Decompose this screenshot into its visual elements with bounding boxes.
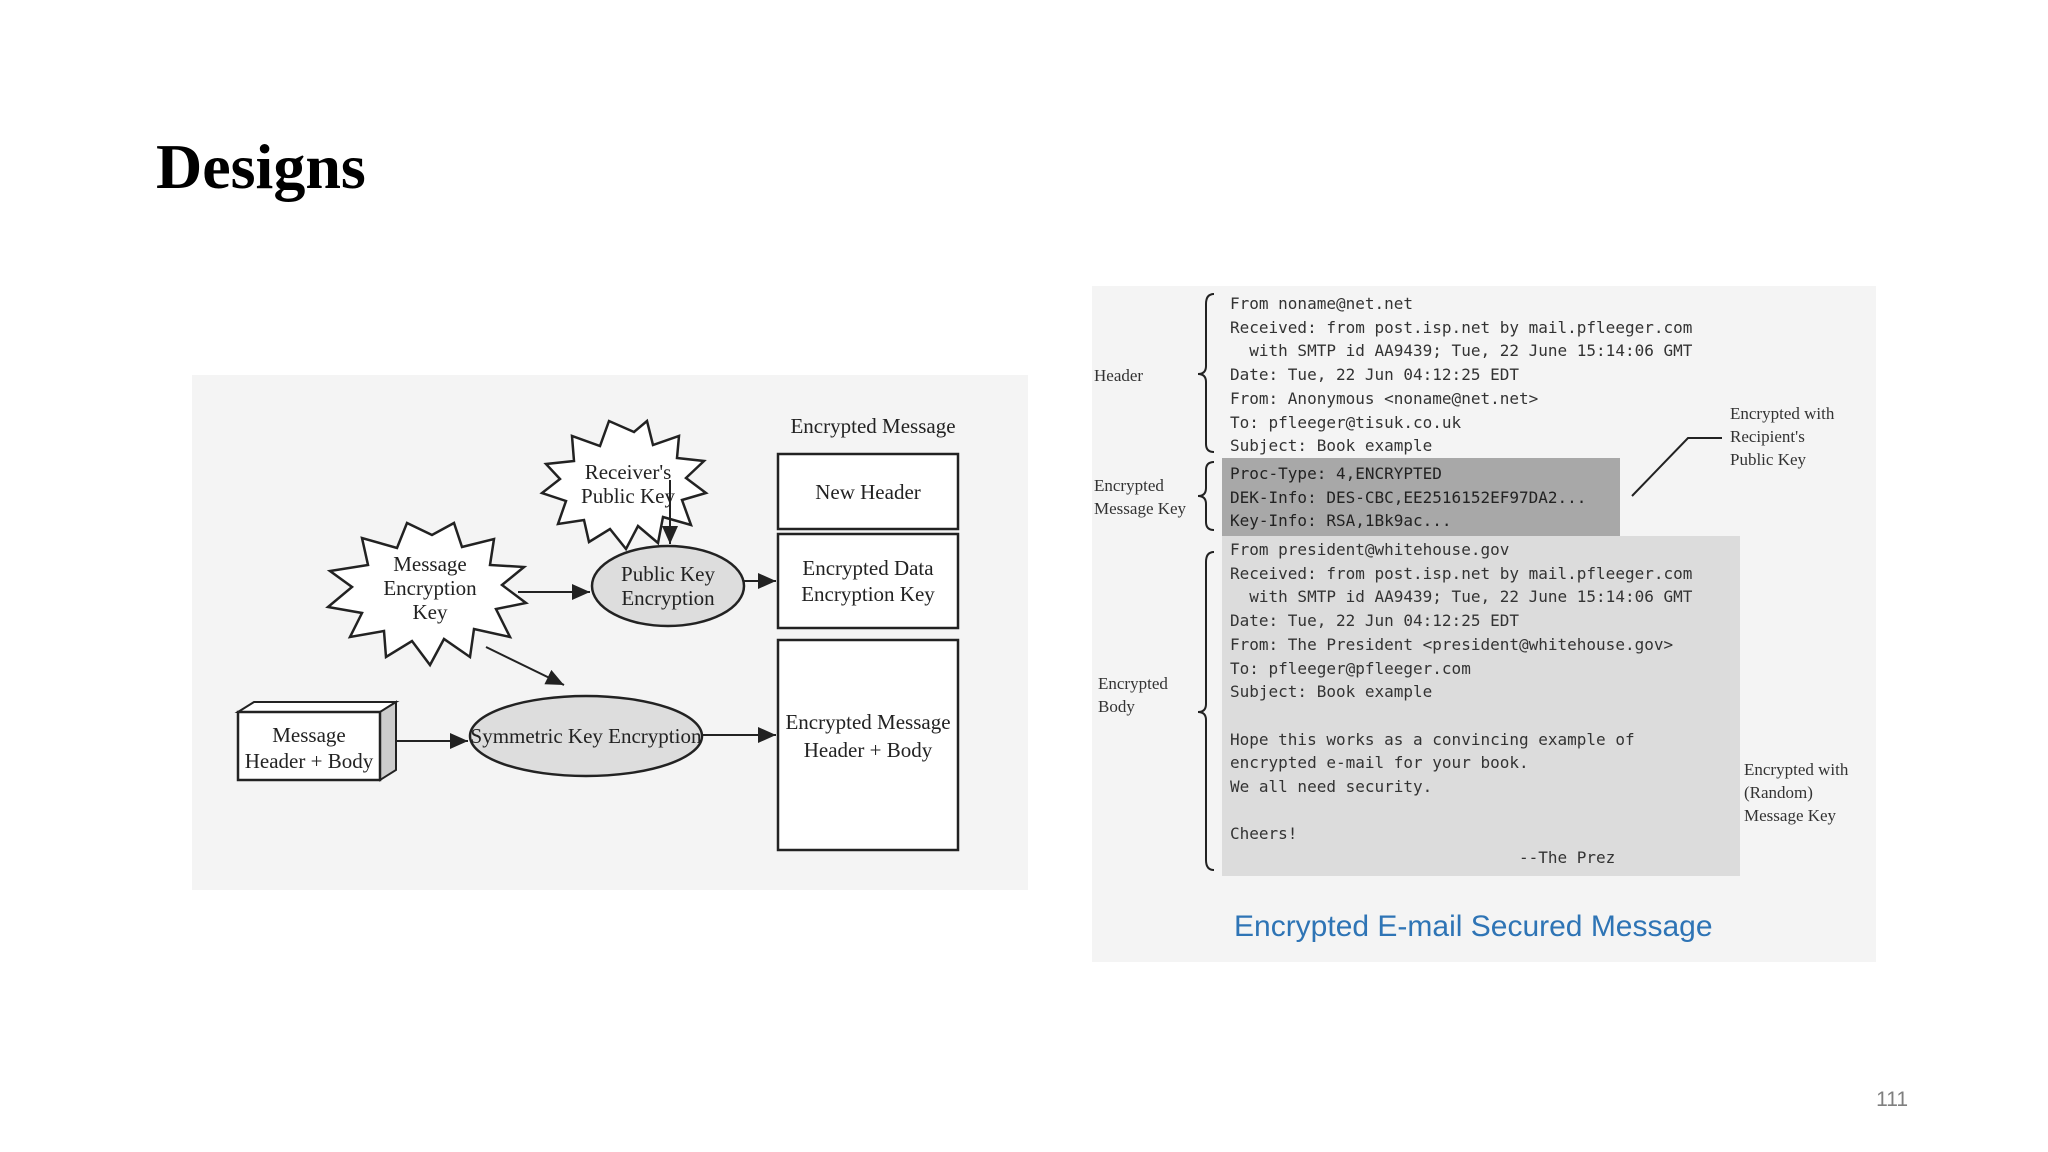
new-header-text: New Header	[815, 480, 921, 504]
recipient-key-pointer	[1631, 437, 1722, 497]
label-message-key: Encrypted Message Key	[1094, 476, 1187, 518]
encrypted-message-key-text: Proc-Type: 4,ENCRYPTED DEK-Info: DES-CBC…	[1222, 458, 1620, 536]
note-recipient-key: Encrypted with Recipient's Public Key	[1730, 404, 1835, 469]
message-key-text-1: Message	[393, 552, 466, 576]
encrypted-data-key-text-2: Encryption Key	[801, 582, 935, 606]
new-header-box	[776, 452, 960, 531]
label-header: Header	[1094, 366, 1144, 385]
encrypted-data-key-box	[776, 532, 960, 630]
encrypted-message-title: Encrypted Message	[790, 414, 955, 438]
message-box-text-2: Header + Body	[245, 749, 374, 773]
encrypted-body-box	[776, 638, 960, 852]
label-body: Encrypted Body	[1098, 674, 1168, 716]
symmetric-enc-text: Symmetric Key Encryption	[471, 724, 702, 748]
slide-title: Designs	[156, 131, 366, 202]
message-key-text-3: Key	[413, 600, 448, 624]
message-box-text-1: Message	[272, 723, 345, 747]
encryption-flow-diagram: Receiver's Public Key Encrypted Message …	[192, 375, 1028, 890]
receivers-key-text-1: Receiver's	[585, 460, 672, 484]
encrypted-body-text-2: Header + Body	[804, 738, 933, 762]
header-brace	[1197, 293, 1215, 453]
panel-caption: Encrypted E-mail Secured Message	[1234, 910, 1713, 943]
message-box	[234, 700, 400, 782]
message-key-text-2: Encryption	[383, 576, 477, 600]
message-encryption-key-starburst	[325, 521, 529, 668]
encrypted-body-text-1: Encrypted Message	[785, 710, 950, 734]
message-key-brace	[1197, 461, 1215, 531]
encrypted-body-text: From president@whitehouse.gov Received: …	[1222, 536, 1740, 876]
page-number: 111	[1876, 1088, 1908, 1111]
note-random-key: Encrypted with (Random) Message Key	[1744, 760, 1849, 825]
arrow-key-to-symmetric	[485, 646, 565, 686]
flow-diagram-svg: Receiver's Public Key Encrypted Message …	[234, 414, 960, 852]
receivers-public-key-starburst	[539, 418, 709, 552]
public-key-enc-text-2: Encryption	[621, 586, 715, 610]
public-key-encryption-ellipse	[590, 544, 746, 628]
encrypted-email-panel: From noname@net.net Received: from post.…	[1092, 286, 1876, 962]
receivers-key-text-2: Public Key	[581, 484, 675, 508]
email-header-text: From noname@net.net Received: from post.…	[1230, 294, 1693, 456]
public-key-enc-text-1: Public Key	[621, 562, 715, 586]
encrypted-data-key-text-1: Encrypted Data	[802, 556, 934, 580]
body-brace	[1197, 551, 1215, 871]
